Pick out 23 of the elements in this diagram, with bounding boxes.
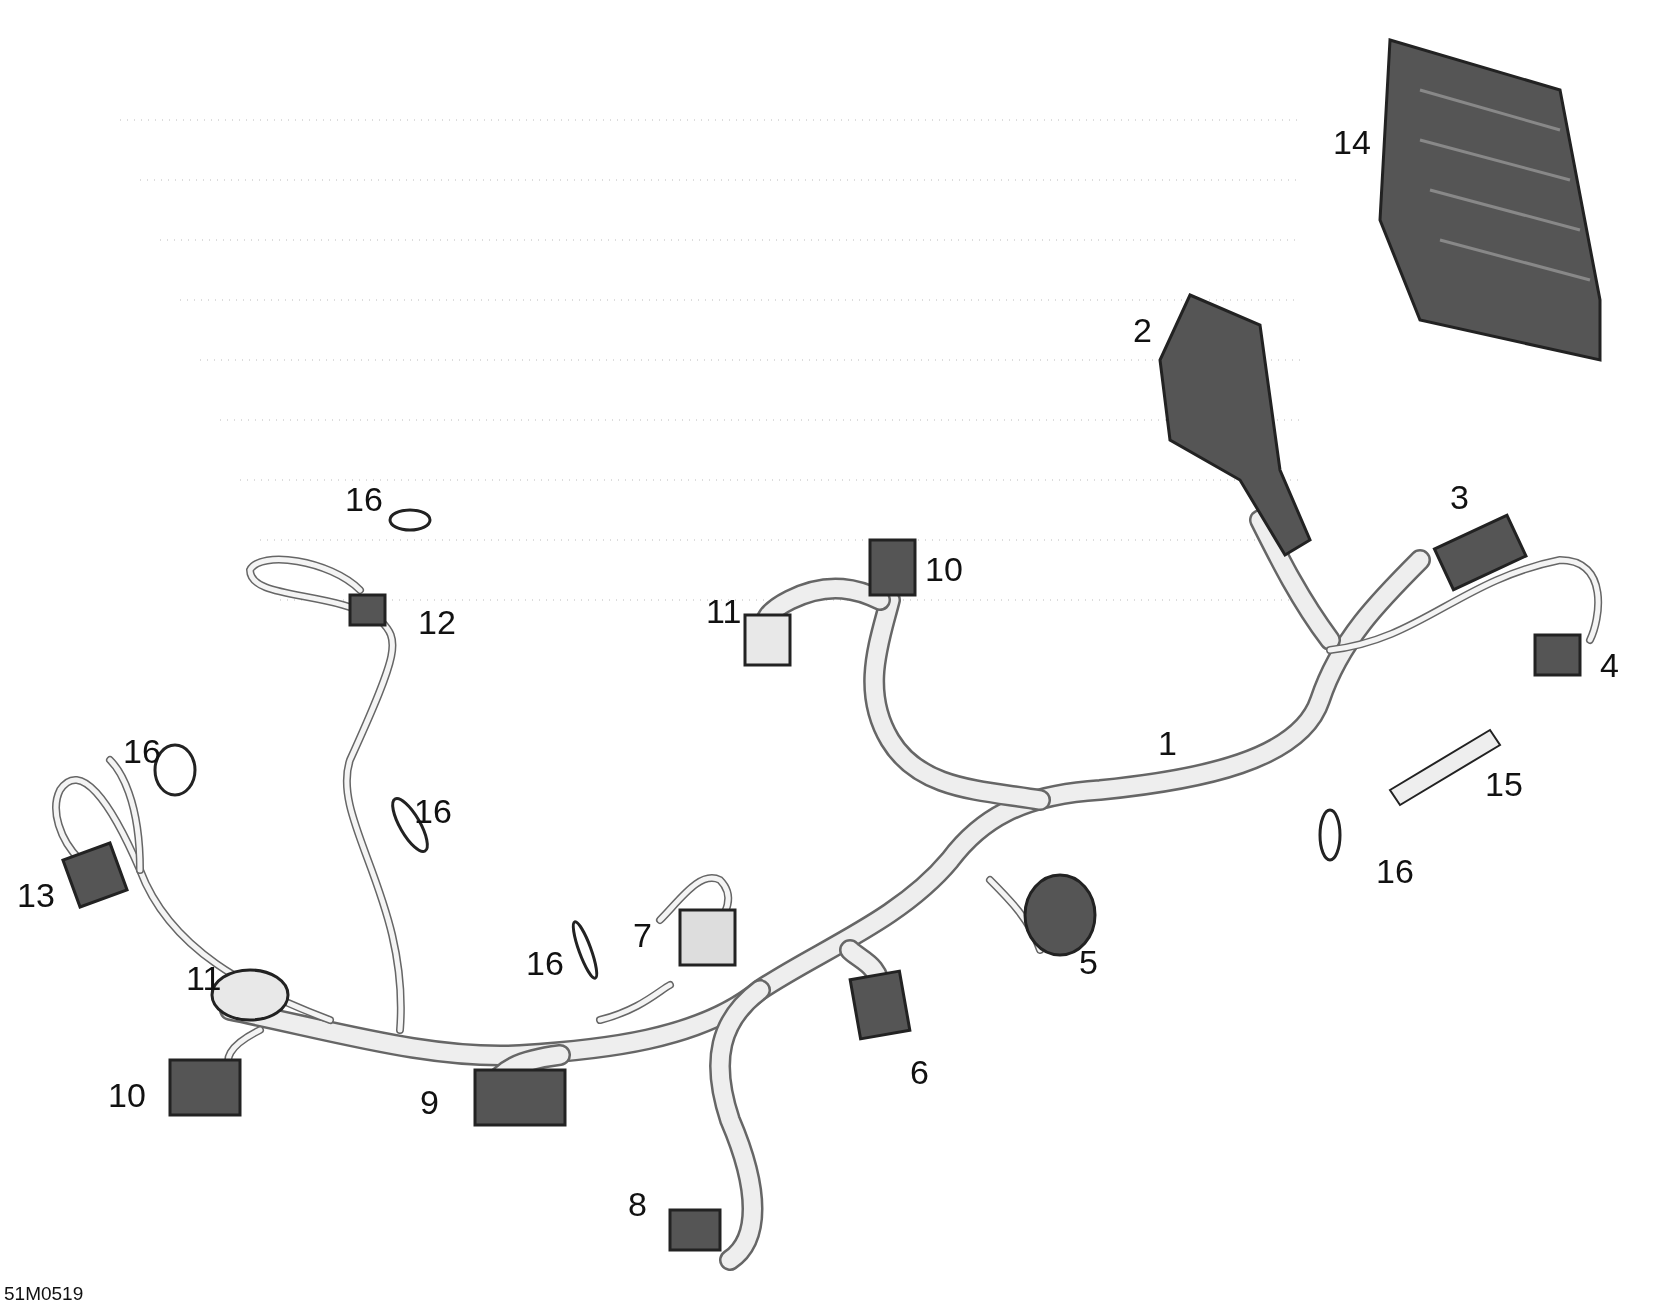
callout-number: 7 [633,918,652,952]
drawing-number: 51M0519 [4,1284,84,1303]
callout-number: 14 [1333,125,1371,159]
callout-number: 5 [1079,945,1098,979]
callout-number: 4 [1600,648,1619,682]
callout-number: 11 [706,594,742,628]
callout-number: 10 [108,1078,146,1112]
callout-number: 3 [1450,480,1469,514]
callout-number: 6 [910,1055,929,1089]
callout-number: 1 [1158,726,1177,760]
callout-number: 10 [925,552,963,586]
callout-number: 16 [414,794,452,828]
callout-number: 16 [345,482,383,516]
callout-number: 16 [526,946,564,980]
callout-number: 16 [123,734,161,768]
callout-number: 12 [418,605,456,639]
callout-number: 13 [17,878,55,912]
callout-number: 9 [420,1085,439,1119]
callout-number: 8 [628,1187,647,1221]
callout-number: 16 [1376,854,1414,888]
callout-number: 2 [1133,313,1152,347]
callout-number: 11 [186,961,222,995]
callout-number: 15 [1485,767,1523,801]
